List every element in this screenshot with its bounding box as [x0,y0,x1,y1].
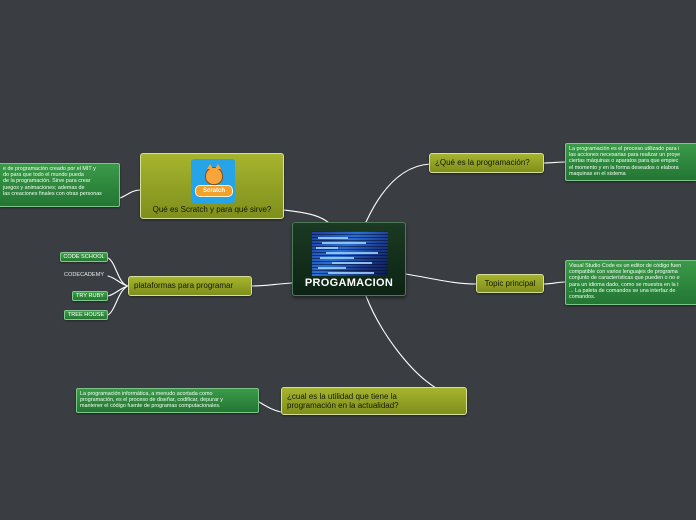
topic-plataformas-label: plataformas para programar [134,281,234,290]
topic-principal[interactable]: Topic principal [476,274,544,293]
note-topic-principal-line: comandos. [569,294,596,301]
link-plat-2 [107,275,129,287]
topic-utilidad-line1: ¿cual es la utilidad que tiene la [287,392,397,401]
link-que-es-note [543,161,566,164]
platform-code-school[interactable]: CODE SCHOOL [60,252,108,262]
note-scratch-line: e de programación creado por el MIT y [3,166,96,172]
note-que-es-line: ciertas máquinas o aparatos para que emp… [569,158,679,165]
platform-label: TREE HOUSE [67,312,105,318]
scratch-wordmark: Scratch [195,185,233,197]
topic-que-es-label: ¿Qué es la programación? [435,158,530,167]
platform-label: TRY RUBY [75,293,105,299]
link-central-utilidad [365,295,437,389]
platform-codecademy[interactable]: CODECADEMY [60,271,108,281]
platform-try-ruby[interactable]: TRY RUBY [72,291,108,301]
scratch-logo-image: Scratch [191,159,235,203]
central-topic[interactable]: PROGAMACION [292,222,406,296]
link-utilidad-note [258,401,282,413]
note-scratch[interactable]: e de programación creado por el MIT y do… [0,163,120,207]
platform-label: CODE SCHOOL [63,254,105,260]
note-que-es-line: las acciones necesarias para realizar un… [569,152,681,159]
link-scratch-note [119,189,141,199]
note-utilidad-line: programación, es el proceso de diseñar, … [80,397,223,404]
topic-que-es[interactable]: ¿Qué es la programación? [429,153,544,173]
scratch-cat-icon [205,164,223,185]
topic-utilidad[interactable]: ¿cual es la utilidad que tiene la progra… [281,387,467,415]
note-utilidad[interactable]: La programación informática, a menudo ac… [76,388,259,413]
topic-principal-label: Topic principal [484,279,536,288]
platform-tree-house[interactable]: TREE HOUSE [64,310,108,320]
topic-plataformas[interactable]: plataformas para programar [128,276,252,296]
link-plat-4 [107,285,129,316]
note-topic-principal-line: ... La paleta de comandos se una interfa… [569,287,676,294]
topic-scratch-label: Qué es Scratch y para qué sirve? [152,205,272,214]
topic-scratch[interactable]: Scratch Qué es Scratch y para qué sirve? [140,153,284,219]
note-utilidad-line: La programación informática, a menudo ac… [80,391,213,397]
link-central-que-es [365,163,431,223]
note-topic-principal-line: para un idioma dado, como se muestra en … [569,281,679,288]
note-scratch-line: las creaciones finales con otras persona… [3,190,102,197]
note-topic-principal-line: conjunto de características que pueden o… [569,275,680,282]
note-utilidad-line: mantener el código fuente de programas c… [80,403,221,410]
link-plat-1 [107,257,129,287]
topic-utilidad-line2: programación en la actualidad? [287,401,399,410]
note-topic-principal[interactable]: Visual Studio Code es un editor de códig… [565,260,696,305]
note-que-es-line: el momento y en la forma deseados o elab… [569,164,679,171]
link-central-scratch [283,209,331,225]
note-que-es-line: maquinas en el sistema [569,170,626,177]
link-central-topic [405,273,477,285]
link-central-plataformas [251,282,293,287]
link-topic-note [543,281,566,285]
code-screenshot-image [312,231,388,276]
note-scratch-line: de la programación. Sirve para crear [3,178,91,185]
central-title: PROGAMACION [304,277,394,289]
note-scratch-line: do para que todo el mundo pueda [3,172,84,179]
note-que-es-line: La programación es el proceso utilizado … [569,146,680,152]
note-scratch-line: juegos y animaciones; ademas de [3,184,85,191]
note-que-es[interactable]: La programación es el proceso utilizado … [565,143,696,181]
note-topic-principal-line: Visual Studio Code es un editor de códig… [569,263,682,269]
platform-label: CODECADEMY [63,272,105,278]
note-topic-principal-line: compatible con varios lenguajes de progr… [569,269,678,276]
